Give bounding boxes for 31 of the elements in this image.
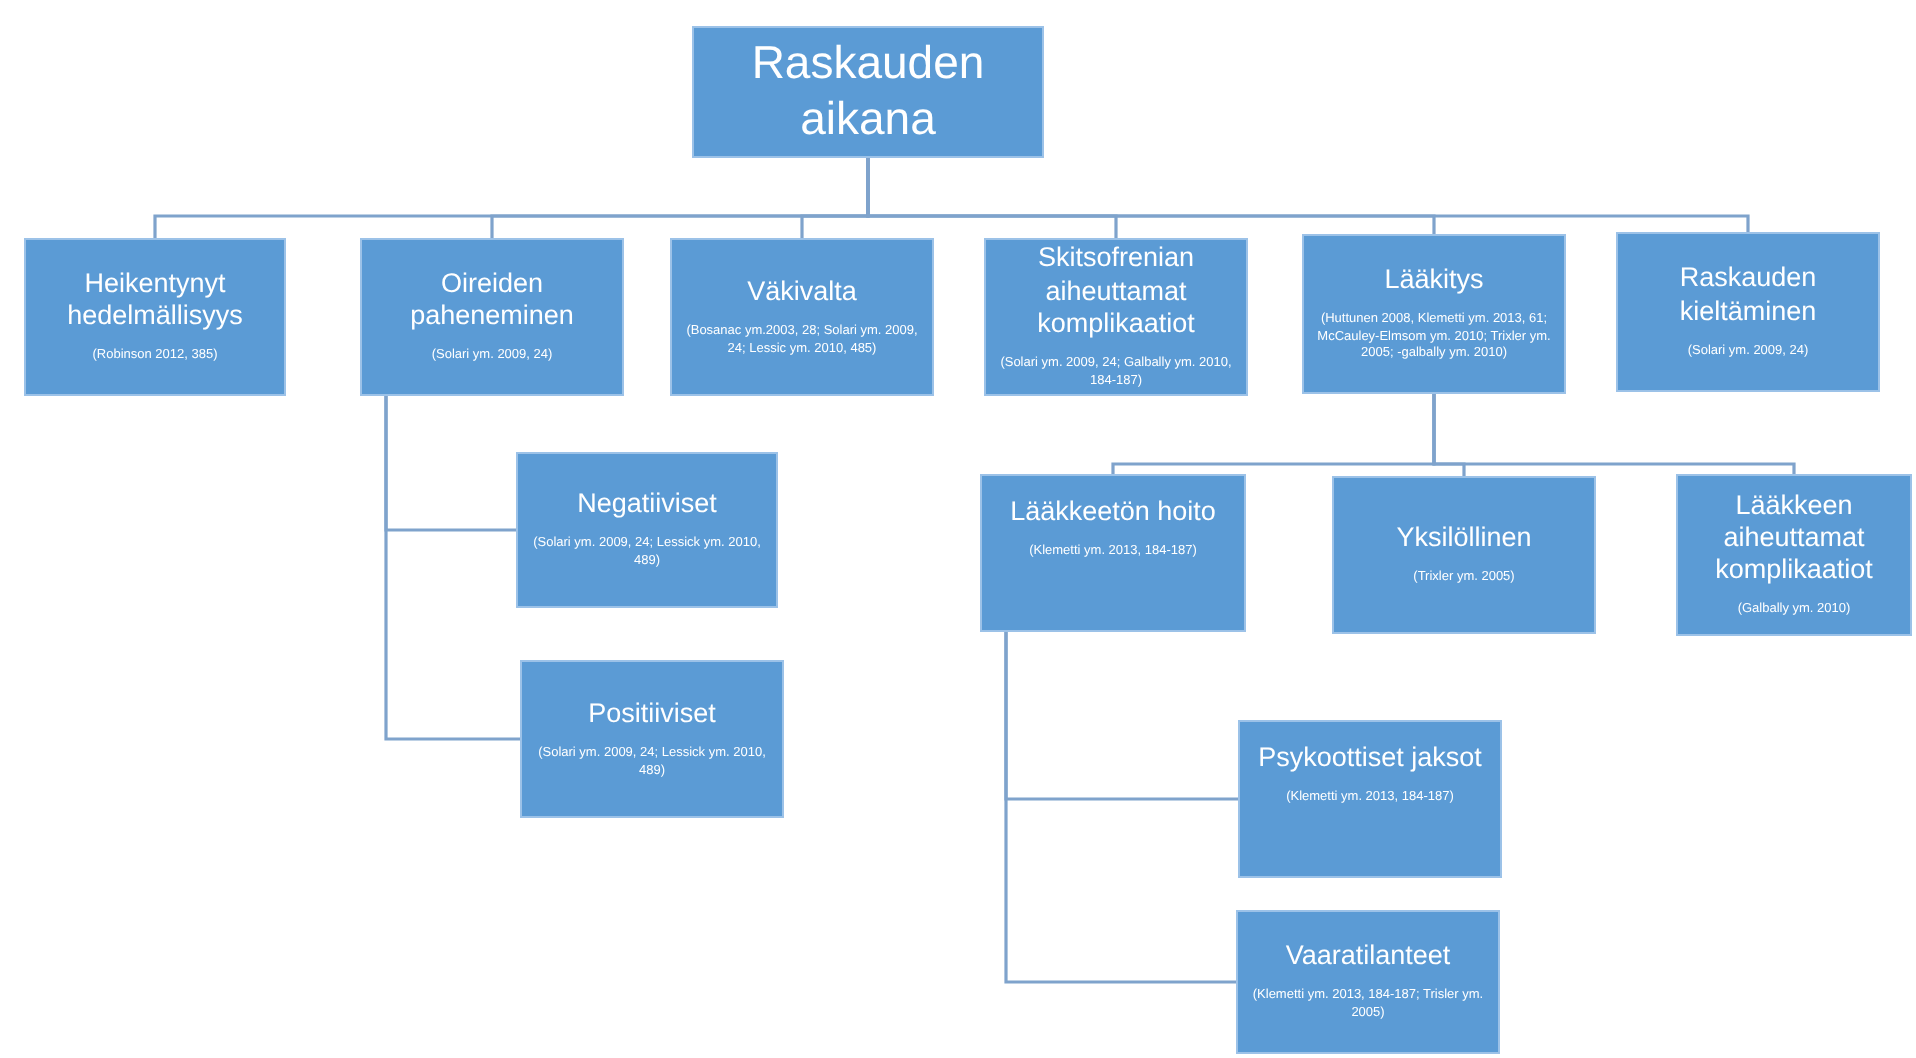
topic-heading: Raskauden kieltäminen [1677,262,1819,328]
topic-heading: Yksilöllinen [1396,522,1532,555]
topic-box [520,660,784,818]
topic-box [360,238,624,396]
topic-box [692,26,1044,158]
topic-heading: Positiiviset [588,697,716,730]
topic-box [1616,232,1880,392]
topic-box [24,238,286,396]
topic-box [980,474,1246,632]
connector-line [1432,394,1796,474]
topic-box [1332,476,1596,634]
topic-box [984,238,1248,396]
connector-line [384,396,520,741]
topic-heading: Negatiiviset [577,488,717,521]
topic-box [1236,910,1500,1054]
connector-line [1004,632,1236,984]
topic-heading: Lääkkeetön hoito [1010,496,1216,529]
topic-heading: Oireiden paheneminen [408,267,576,333]
topic-heading: Skitsofrenian aiheuttamat komplikaatiot [1035,242,1197,341]
topic-heading: Raskauden aikana [749,36,987,148]
topic-heading: Lääkitys [1384,263,1484,296]
topic-heading: Heikentynyt hedelmällisyys [65,267,245,333]
topic-heading: Lääkkeen aiheuttamat komplikaatiot [1713,489,1875,587]
topic-box [1676,474,1912,636]
topic-heading: Väkivalta [747,275,857,308]
topic-box [1238,720,1502,878]
topic-box [516,452,778,608]
topic-heading: Vaaratilanteet [1285,940,1451,973]
topic-box [670,238,934,396]
topic-box [1302,234,1566,394]
topic-heading: Psykoottiset jaksot [1258,742,1482,775]
